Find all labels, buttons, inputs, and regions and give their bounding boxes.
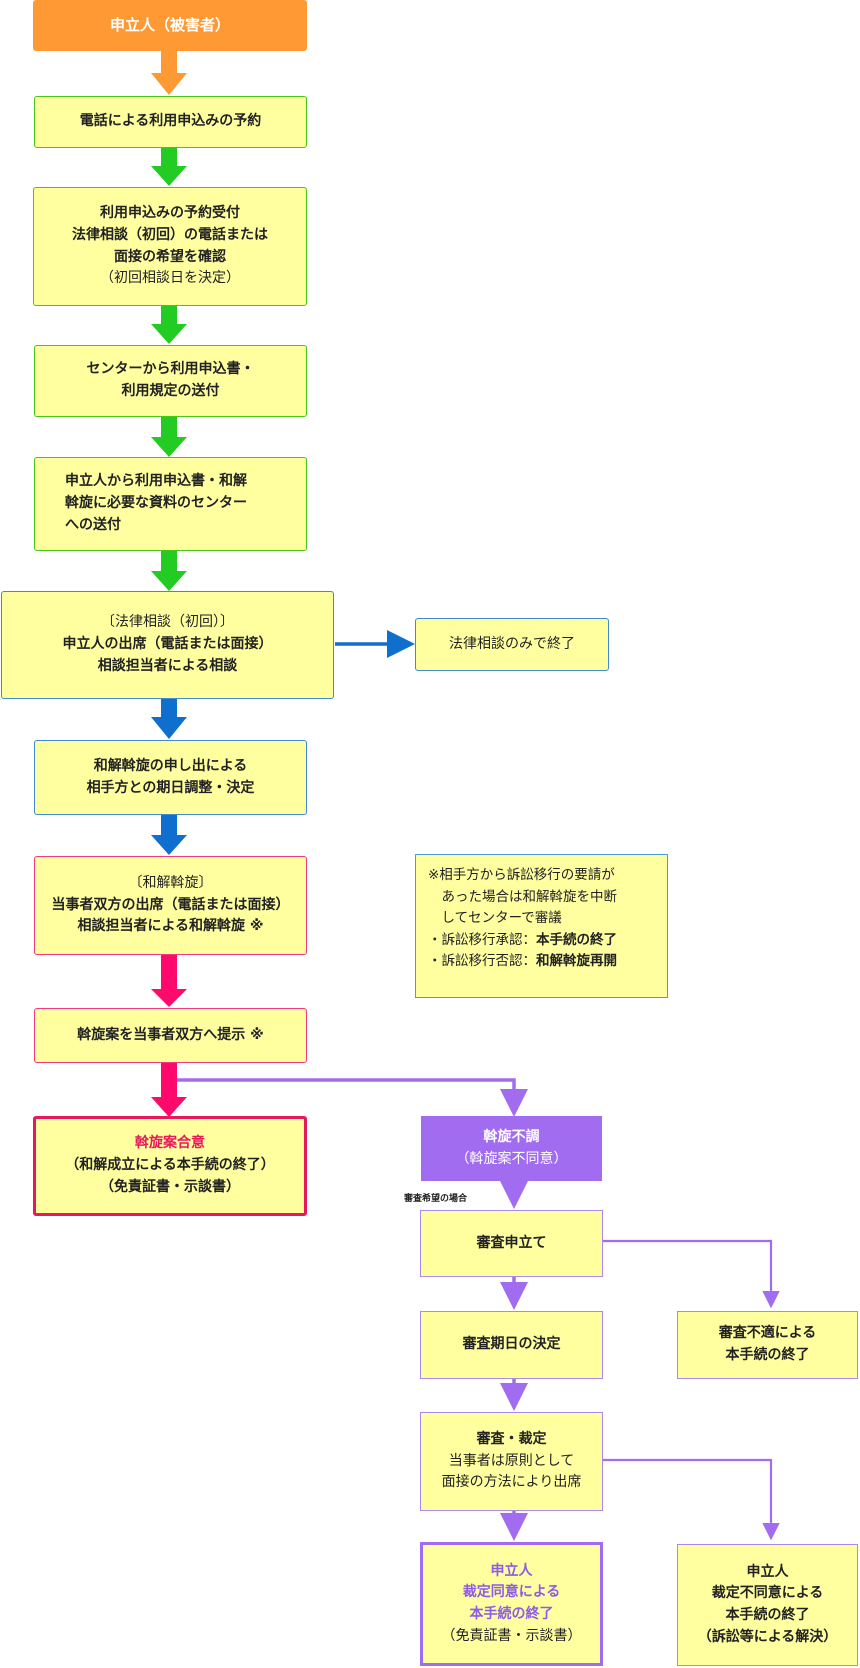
node-applicant-line: 申立人（被害者） [109,15,230,34]
node-review-unfit: 審査不適による 本手続の終了 [677,1311,858,1379]
note-deny-label: ・訴訟移行否認： [428,953,536,970]
node-review-line: 面接の方法により出席 [441,1474,582,1491]
node-final-agree-line: 申立人 [490,1562,533,1579]
node-reserve-line: 電話による利用申込みの予約 [79,113,262,130]
arrow-green-3 [151,417,187,457]
node-review-unfit-line: 審査不適による [718,1325,817,1342]
arrow-green-2 [151,306,187,344]
note-approve-label: ・訴訟移行承認： [428,931,536,948]
node-final-disagree-line: 裁定不同意による [711,1585,824,1602]
node-fail-title: 斡旋不調 [483,1128,540,1145]
node-accept-line: 利用申込みの予約受付 [100,205,240,222]
node-mediation-line: 当事者双方の出席（電話または面接） [51,896,290,913]
node-consult-only: 法律相談のみで終了 [415,618,609,671]
note-approve-result: 本手続の終了 [536,931,617,948]
node-submit-line: 斡旋に必要な資料のセンター [65,495,247,512]
node-reserve: 電話による利用申込みの予約 [34,96,307,148]
node-review-title: 審査・裁定 [476,1430,547,1447]
node-send-forms-line: センターから利用申込書・ [86,361,255,378]
node-consult-only-line: 法律相談のみで終了 [449,635,575,652]
node-final-agree-line: （免責証書・示談書） [441,1627,582,1644]
node-submit-line: 申立人から利用申込書・和解 [65,473,247,490]
arrow-green-1 [151,148,187,186]
node-proposal-line: 斡旋案を当事者双方へ提示 ※ [77,1026,264,1043]
note-line-approve: ・訴訟移行承認：本手続の終了 [428,930,655,952]
node-final-disagree-line: 本手続の終了 [725,1607,810,1623]
node-accept-line: （初回相談日を決定） [100,270,240,287]
node-agree-line: （和解成立による本手続の終了） [65,1157,275,1174]
node-review-line: 当事者は原則として [448,1452,575,1469]
arrow-blue-1 [151,699,187,739]
node-consult-line: 申立人の出席（電話または面接） [62,636,273,653]
node-mediation-line: 〔和解斡旋〕 [128,874,213,891]
node-accept-line: 面接の希望を確認 [114,248,226,265]
node-mediation-line: 相談担当者による和解斡旋 ※ [77,918,264,935]
node-final-disagree-line: 申立人 [746,1563,789,1580]
node-accept-line: 法律相談（初回）の電話または [72,226,268,243]
node-review-date: 審査期日の決定 [420,1311,603,1379]
node-send-forms-line: 利用規定の送付 [121,383,220,399]
arrow-blue-2 [151,815,187,855]
node-review: 審査・裁定 当事者は原則として 面接の方法により出席 [420,1412,603,1511]
arrow-green-4 [151,551,187,591]
node-final-agree-line: 本手続の終了 [469,1606,554,1622]
node-submit: 申立人から利用申込書・和解 斡旋に必要な資料のセンター への送付 [34,457,307,551]
node-consult-line: 相談担当者による相談 [97,657,238,674]
node-proposal: 斡旋案を当事者双方へ提示 ※ [34,1008,307,1063]
node-agree-title: 斡旋案合意 [135,1135,205,1152]
node-review-apply-line: 審査申立て [476,1234,547,1251]
node-final-disagree: 申立人 裁定不同意による 本手続の終了 （訴訟等による解決） [677,1544,858,1666]
arrow-to-fail [177,1078,528,1117]
node-accept: 利用申込みの予約受付 法律相談（初回）の電話または 面接の希望を確認 （初回相談… [33,187,307,306]
node-submit-line: への送付 [65,516,121,533]
node-review-apply: 審査申立て [420,1210,603,1277]
arrow-pink-2 [151,1063,187,1117]
note-deny-result: 和解斡旋再開 [536,953,617,970]
note-line: あった場合は和解斡旋を中断 [428,888,617,905]
node-fail: 斡旋不調 （斡旋案不同意） [421,1116,602,1181]
node-schedule-line: 相手方との期日調整・決定 [86,779,255,796]
node-consult: 〔法律相談（初回）〕 申立人の出席（電話または面接） 相談担当者による相談 [1,591,334,699]
arrow-review-to-final-disagree [603,1458,780,1541]
arrow-pink-1 [151,955,187,1007]
node-schedule: 和解斡旋の申し出による 相手方との期日調整・決定 [34,740,307,815]
node-final-agree: 申立人 裁定同意による 本手続の終了 （免責証書・示談書） [420,1542,603,1666]
node-agree-line: （免責証書・示談書） [100,1178,240,1195]
node-send-forms: センターから利用申込書・ 利用規定の送付 [34,345,307,417]
node-review-date-line: 審査期日の決定 [462,1336,561,1353]
note-line-deny: ・訴訟移行否認：和解斡旋再開 [428,951,655,973]
node-agree: 斡旋案合意 （和解成立による本手続の終了） （免責証書・示談書） [33,1116,307,1216]
node-final-disagree-line: （訴訟等による解決） [697,1628,838,1645]
note-lawsuit-transition: ※相手方から訴訟移行の要請が あった場合は和解斡旋を中断 してセンターで審議 ・… [415,854,668,998]
label-review-hope: 審査希望の場合 [404,1194,468,1204]
arrow-apply-to-unfit [603,1239,780,1309]
arrow-orange-1 [151,49,187,95]
node-fail-line: （斡旋案不同意） [455,1150,568,1167]
node-review-unfit-line: 本手続の終了 [725,1347,810,1363]
node-mediation: 〔和解斡旋〕 当事者双方の出席（電話または面接） 相談担当者による和解斡旋 ※ [34,856,307,955]
node-consult-line: 〔法律相談（初回）〕 [101,614,234,631]
node-schedule-line: 和解斡旋の申し出による [93,757,248,774]
node-applicant: 申立人（被害者） [33,0,307,51]
node-final-agree-line: 裁定同意による [462,1584,561,1601]
note-line: ※相手方から訴訟移行の要請が [428,867,615,883]
note-line: してセンターで審議 [428,910,562,927]
